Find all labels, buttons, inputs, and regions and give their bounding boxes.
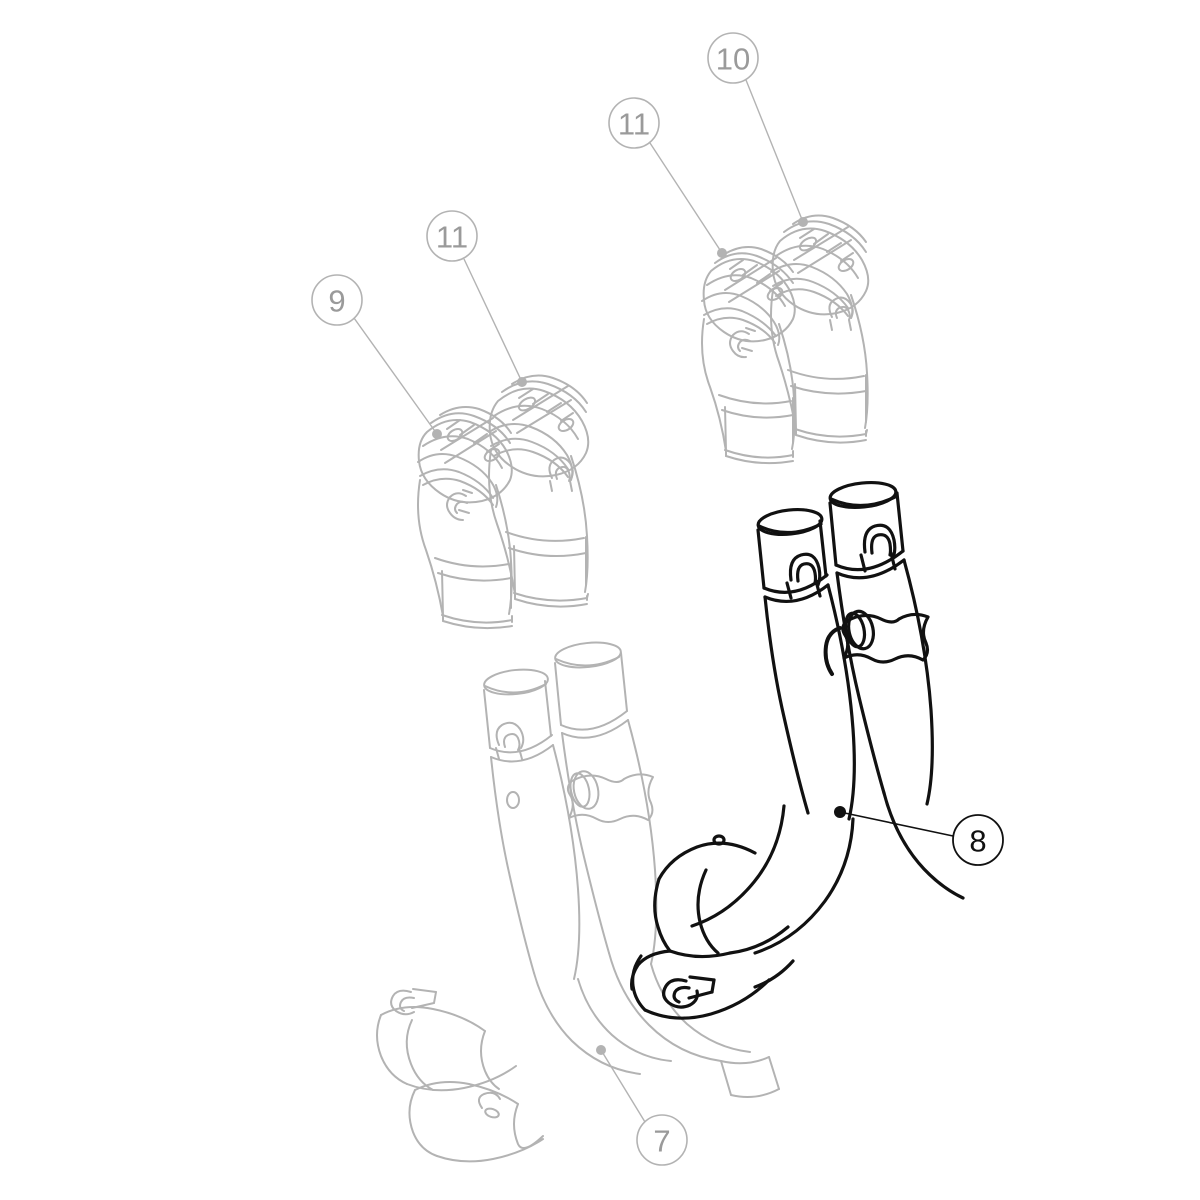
leader-line-8 bbox=[839, 811, 954, 837]
callout-9-label: 9 bbox=[328, 284, 345, 319]
leader-line-9 bbox=[353, 317, 438, 435]
callout-11-left-circle[interactable] bbox=[426, 210, 478, 262]
leader-line-7 bbox=[600, 1049, 646, 1123]
leader-marker-11-right bbox=[717, 248, 727, 258]
callout-8-circle[interactable] bbox=[952, 814, 1004, 866]
callout-8[interactable]: 8 bbox=[952, 814, 1004, 866]
callout-leader-lines bbox=[353, 79, 954, 1123]
callout-7[interactable]: 7 bbox=[636, 1114, 688, 1166]
callout-10[interactable]: 10 bbox=[707, 32, 759, 84]
callout-9-circle[interactable] bbox=[311, 274, 363, 326]
callout-group: 7 8 9 10 11 11 bbox=[311, 32, 1004, 1166]
leader-line-11-left bbox=[463, 258, 523, 383]
callout-10-circle[interactable] bbox=[707, 32, 759, 84]
leader-marker-7 bbox=[596, 1045, 606, 1055]
callout-7-circle[interactable] bbox=[636, 1114, 688, 1166]
callout-11-right[interactable]: 11 bbox=[608, 97, 660, 149]
ghost-manifold-right-rear[interactable] bbox=[770, 214, 870, 444]
callout-8-label: 8 bbox=[969, 824, 986, 859]
ghost-manifold-pair-left[interactable] bbox=[417, 374, 590, 630]
highlight-exhaust-header-assembly[interactable] bbox=[630, 480, 996, 1020]
callout-11-left-label: 11 bbox=[436, 220, 468, 255]
callout-10-label: 10 bbox=[716, 42, 750, 77]
callout-11-left[interactable]: 11 bbox=[426, 210, 478, 262]
leader-line-10 bbox=[745, 79, 804, 223]
leader-line-11-right bbox=[649, 142, 723, 254]
ghost-manifold-left-front[interactable] bbox=[417, 406, 513, 630]
leader-marker-8 bbox=[834, 806, 846, 818]
ghost-manifold-pair-right[interactable] bbox=[701, 214, 870, 465]
callout-9[interactable]: 9 bbox=[311, 274, 363, 326]
callout-11-right-circle[interactable] bbox=[608, 97, 660, 149]
callout-11-right-label: 11 bbox=[618, 107, 650, 142]
leader-marker-9 bbox=[432, 429, 442, 439]
leader-marker-10 bbox=[798, 217, 808, 227]
leader-marker-11-left bbox=[517, 377, 527, 387]
callout-7-label: 7 bbox=[653, 1124, 670, 1159]
ghost-exhaust-header-assembly[interactable] bbox=[376, 640, 780, 1163]
ghost-manifold-right-front[interactable] bbox=[701, 246, 796, 465]
